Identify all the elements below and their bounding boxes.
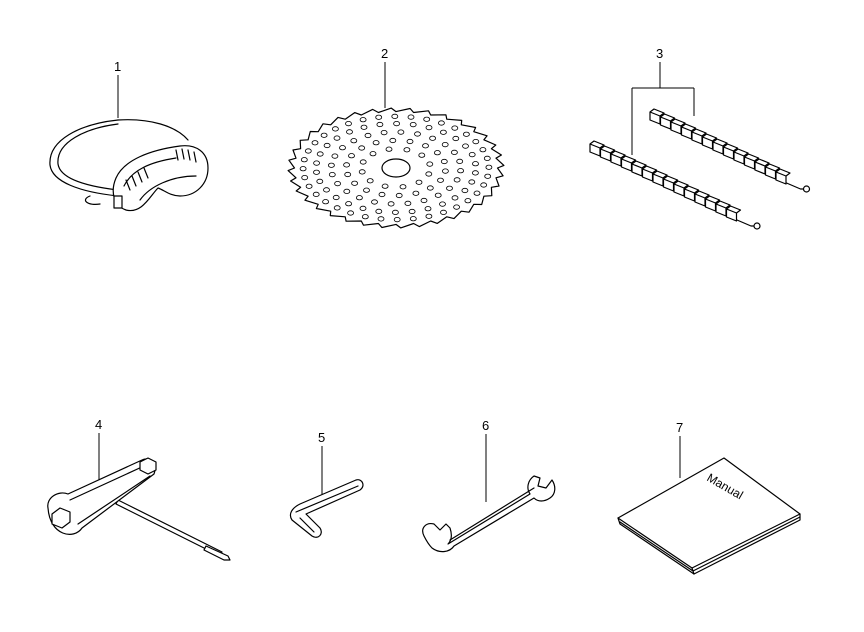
part-2: 2	[287, 46, 505, 229]
callout-7: 7	[676, 420, 683, 435]
callout-1: 1	[114, 59, 121, 74]
cutting-line-icon	[589, 140, 761, 230]
goggles-icon	[49, 119, 209, 212]
open-wrench-icon	[422, 475, 556, 553]
part-3: 3	[589, 46, 811, 230]
part-1: 1	[49, 59, 209, 212]
callout-2: 2	[381, 46, 388, 61]
hex-key-icon	[289, 479, 364, 538]
part-7: 7 Manual	[617, 420, 801, 575]
plug-wrench-icon	[47, 457, 231, 561]
callout-4: 4	[95, 417, 102, 432]
manual-icon: Manual	[617, 457, 801, 575]
callout-6: 6	[482, 418, 489, 433]
callout-5: 5	[318, 430, 325, 445]
part-4: 4	[47, 417, 231, 561]
callout-3: 3	[656, 46, 663, 61]
saw-blade-icon	[287, 107, 505, 229]
part-5: 5	[289, 430, 364, 538]
part-6: 6	[422, 418, 556, 553]
cutting-line-icon	[649, 108, 811, 193]
